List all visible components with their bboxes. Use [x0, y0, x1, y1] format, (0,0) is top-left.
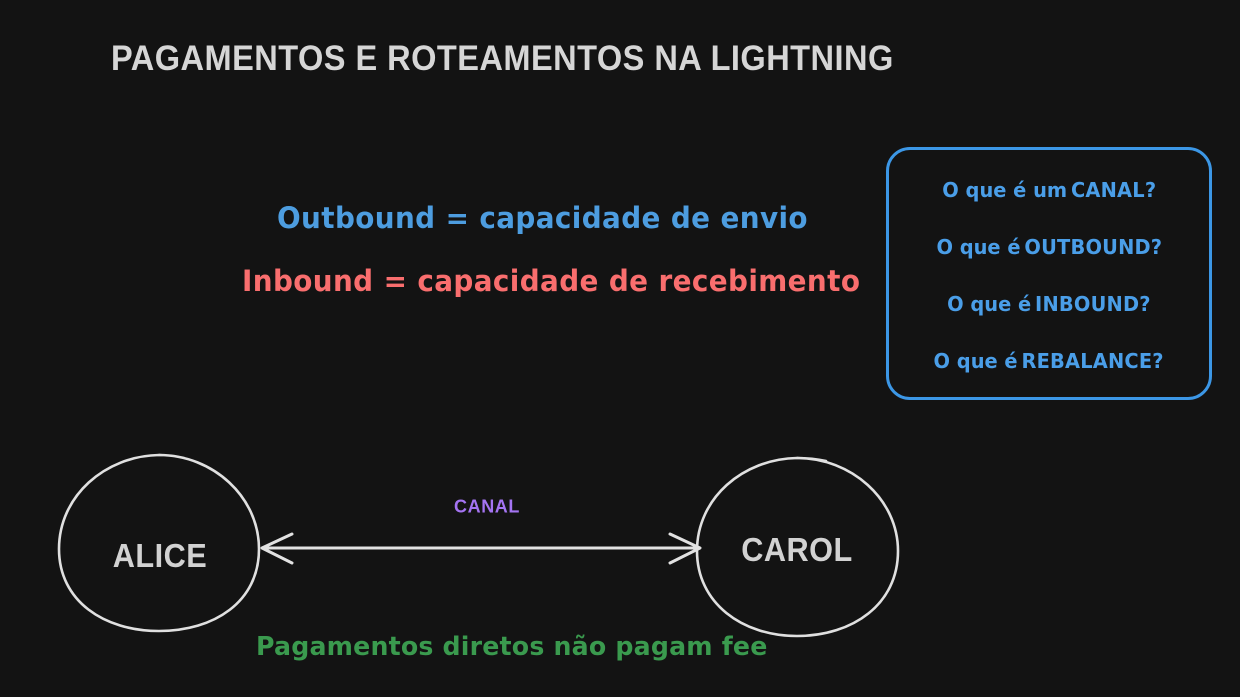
node-label-carol: CAROL: [741, 531, 853, 568]
question-item-outbound: O que é OUTBOUND?: [936, 219, 1162, 276]
question-prefix: O que é: [947, 292, 1032, 316]
question-prefix: O que é um: [942, 178, 1067, 202]
node-circle-alice: [57, 453, 261, 633]
page-title: PAGAMENTOS E ROTEAMENTOS NA LIGHTNING: [111, 39, 894, 78]
question-keyword: REBALANCE?: [1021, 349, 1165, 373]
question-prefix: O que é: [933, 349, 1018, 373]
questions-panel: O que é um CANAL? O que é OUTBOUND? O qu…: [886, 147, 1212, 400]
node-label-alice: ALICE: [112, 537, 208, 574]
question-keyword: CANAL?: [1070, 178, 1156, 202]
arrowhead-left-icon: [260, 532, 294, 565]
diagram-footnote: Pagamentos diretos não pagam fee: [256, 632, 768, 662]
edge-label-canal: CANAL: [454, 496, 520, 517]
question-keyword: OUTBOUND?: [1024, 235, 1162, 259]
definition-outbound: Outbound = capacidade de envio: [277, 201, 808, 235]
node-circle-carol: [695, 456, 900, 638]
question-item-rebalance: O que é REBALANCE?: [934, 333, 1164, 390]
network-diagram: ALICE CAROL CANAL Pagamentos diretos não…: [0, 430, 1240, 697]
definition-inbound: Inbound = capacidade de recebimento: [242, 264, 861, 298]
arrowhead-right-icon: [668, 532, 702, 565]
question-prefix: O que é: [936, 235, 1021, 259]
diagram-canvas: [57, 453, 900, 638]
question-item-inbound: O que é INBOUND?: [947, 276, 1151, 333]
question-keyword: INBOUND?: [1035, 292, 1151, 316]
question-item-canal: O que é um CANAL?: [942, 162, 1156, 219]
